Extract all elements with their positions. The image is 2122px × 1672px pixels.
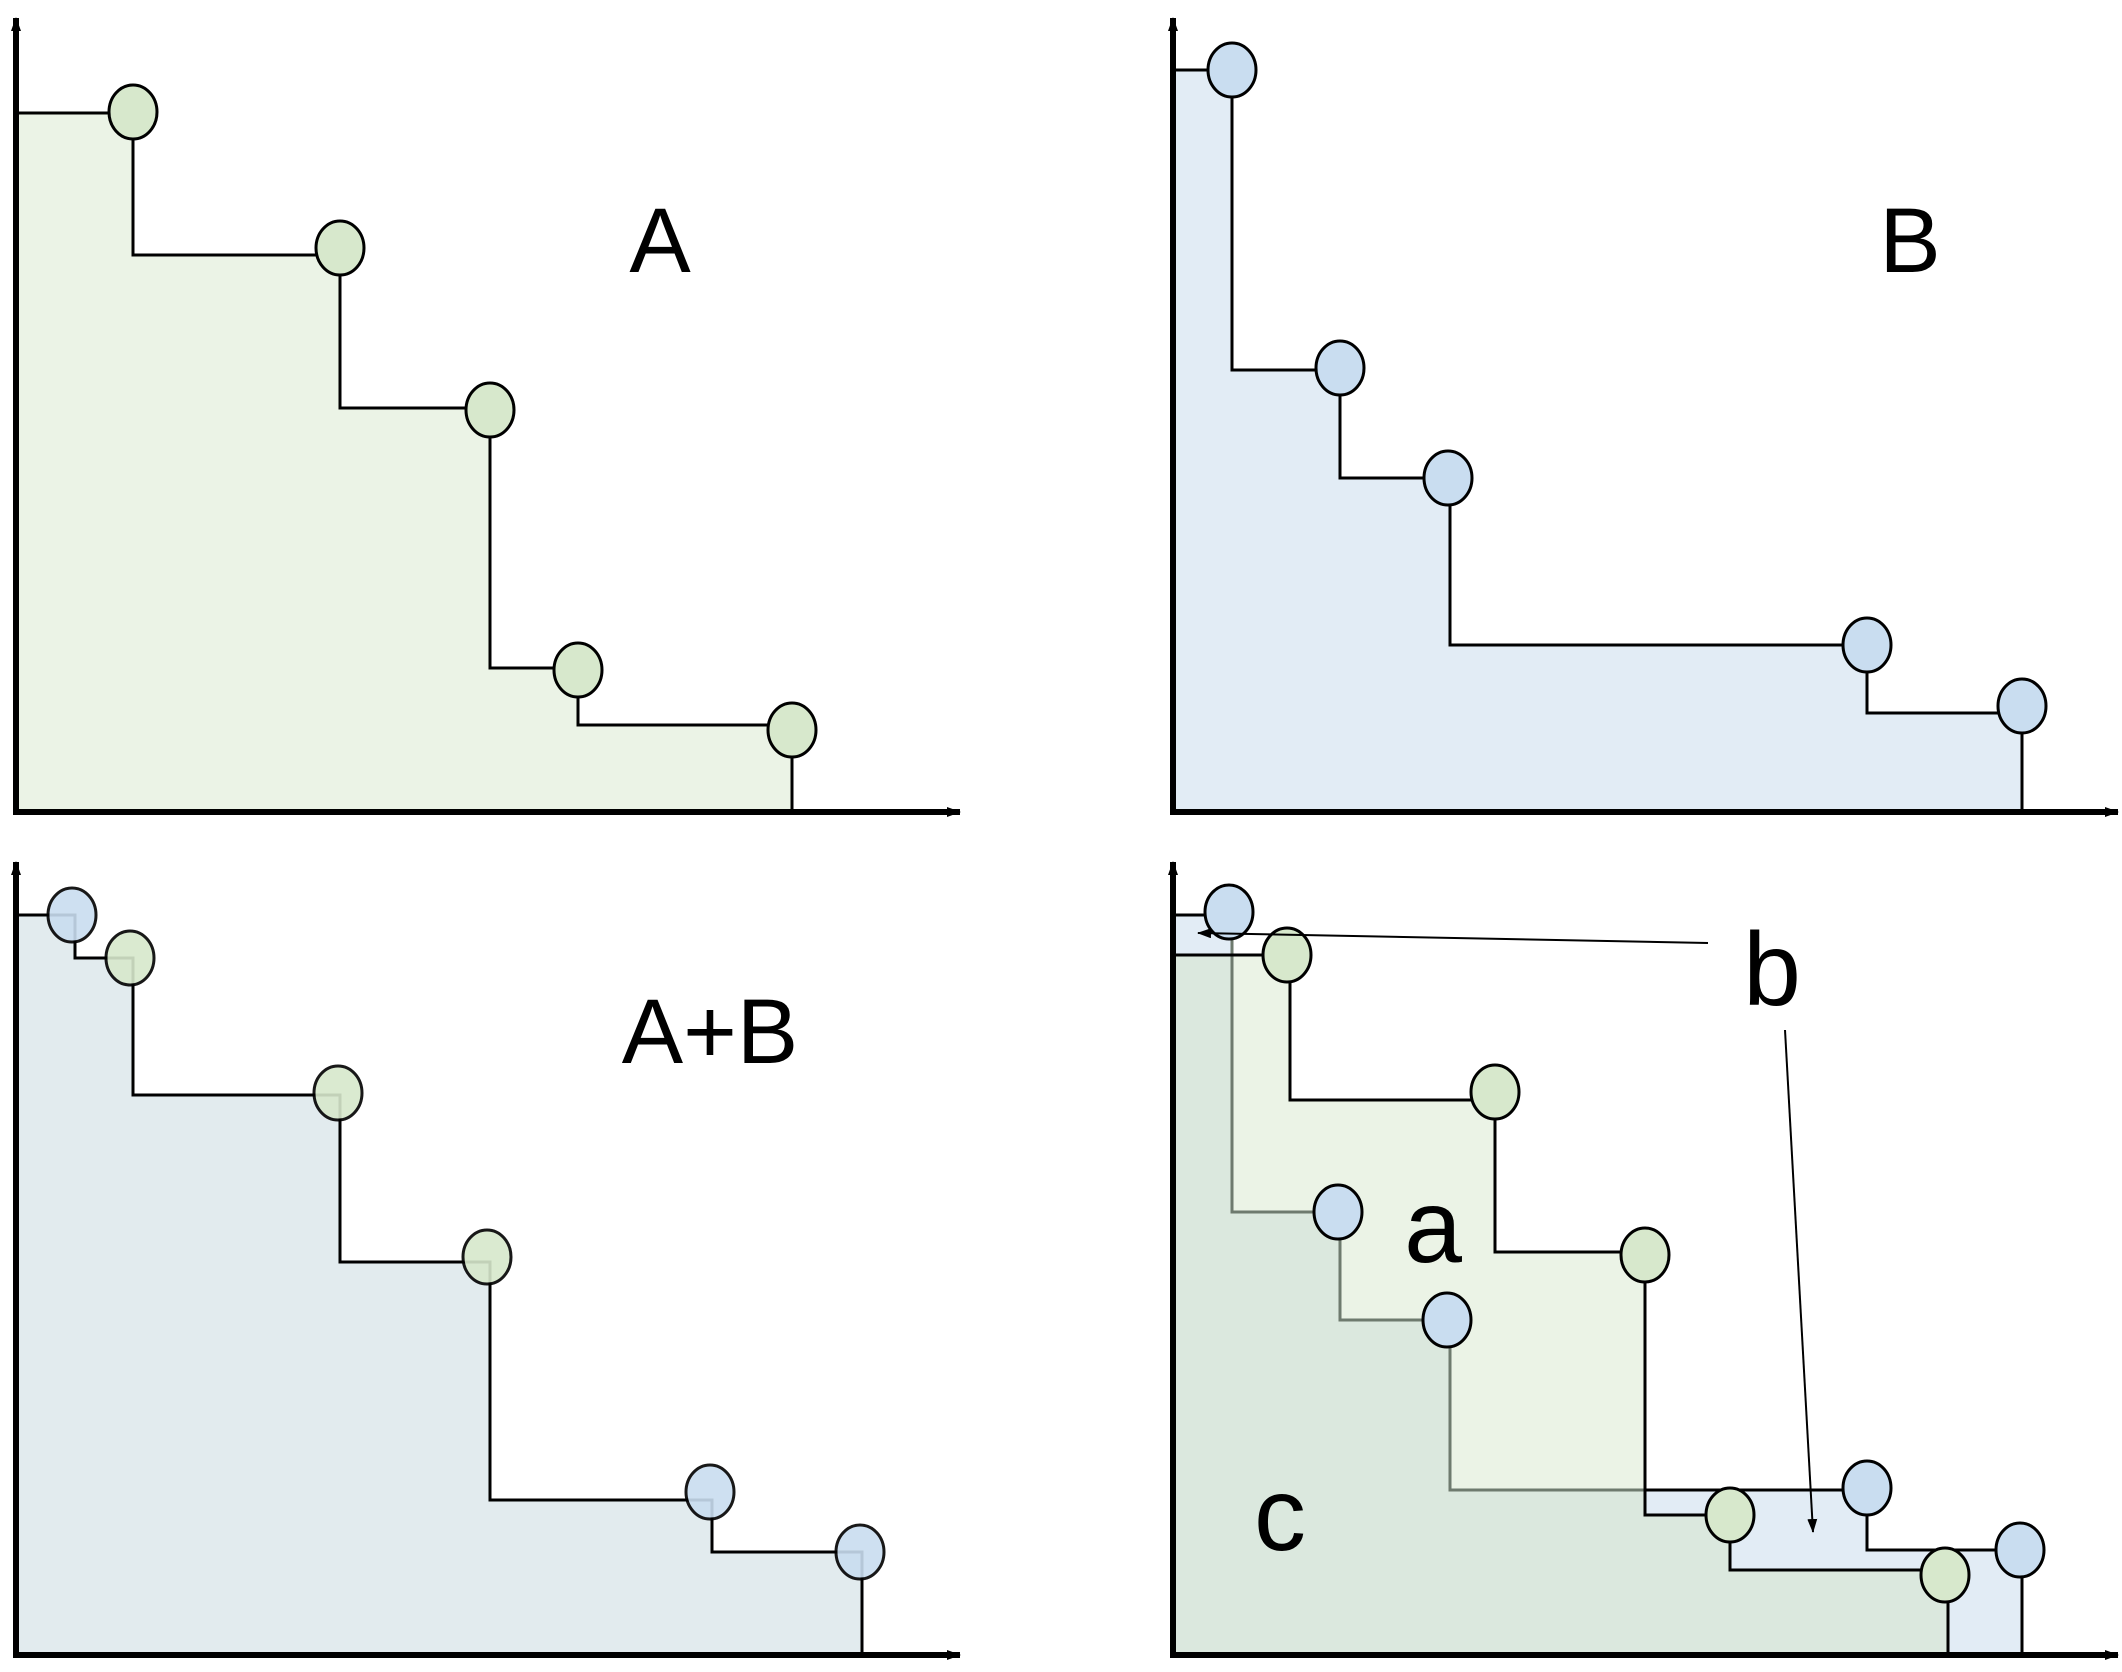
panel-regions-point-a [1919,1546,1971,1604]
panel-a-plus-b-point-a [461,1228,513,1286]
panel-a-point [766,701,818,759]
callout-arrow-b-top [1197,928,1709,944]
panel-regions-point-b [1421,1291,1473,1349]
panel-a-dominated-area [18,113,792,812]
panel-regions-point-b [1994,1521,2046,1579]
panel-b-dominated-area [1175,70,2022,812]
panel-regions-point-a [1469,1063,1521,1121]
panel-a: A [11,17,961,817]
panel-b-point [1422,449,1474,507]
region-b-staircase-inner [1230,915,1645,1492]
panel-b-point [1314,339,1366,397]
region-c-area [1175,955,1948,1655]
panel-b-label: B [1879,190,1940,292]
panel-b-point [1206,41,1258,99]
panel-a-plus-b-point-b [834,1523,886,1581]
region-label-b: b [1743,912,1801,1028]
panel-regions-point-b [1203,883,1255,941]
callout-arrow-b-bottom [1784,1029,1818,1533]
panel-a-point [314,219,366,277]
panel-a-label: A [629,190,691,292]
panel-regions-point-a [1619,1226,1671,1284]
panel-a-plus-b-dominated-area [18,915,862,1655]
panel-b: B [1168,17,2119,817]
panel-a-plus-b-point-a [104,929,156,987]
panel-a-point [107,83,159,141]
panel-a-plus-b-label: A+B [622,981,798,1083]
panel-a-plus-b-point-b [684,1463,736,1521]
panel-a-plus-b-staircase [18,913,864,1655]
panel-b-point [1996,677,2048,735]
panel-a-point [552,641,604,699]
panel-regions: b a c [1168,861,2119,1660]
panel-a-point [464,381,516,439]
panel-regions-point-b [1312,1183,1364,1241]
panel-a-plus-b-point-b [46,886,98,944]
panel-b-point [1841,616,1893,674]
panel-a-plus-b: A+B [11,861,961,1660]
region-label-c: c [1254,1457,1306,1573]
panel-regions-point-a [1261,926,1313,984]
panel-regions-point-b [1841,1459,1893,1517]
region-label-a: a [1404,1169,1462,1285]
panel-regions-point-a [1704,1486,1756,1544]
panel-a-plus-b-point-a [312,1064,364,1122]
